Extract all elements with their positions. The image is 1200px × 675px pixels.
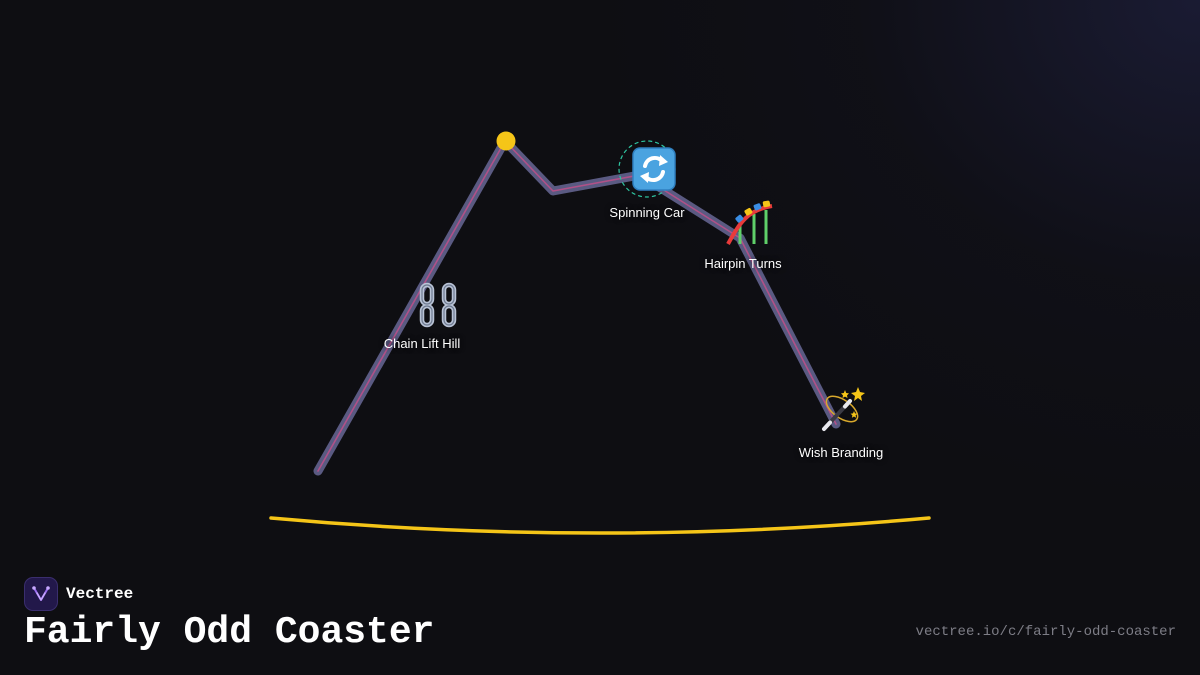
node-label-spinning-car: Spinning Car [609, 205, 685, 220]
magic-wand-icon[interactable] [818, 385, 866, 433]
page-url[interactable]: vectree.io/c/fairly-odd-coaster [915, 624, 1176, 640]
node-label-wish-branding: Wish Branding [798, 445, 884, 460]
peak-marker[interactable] [496, 131, 516, 151]
node-label-hairpin-turns: Hairpin Turns [704, 256, 782, 271]
brand-name: Vectree [66, 585, 134, 603]
roller-coaster-icon[interactable] [726, 198, 774, 246]
page-title: Fairly Odd Coaster [24, 611, 435, 654]
node-label-chain-lift-hill: Chain Lift Hill [383, 336, 461, 351]
coaster-track [313, 136, 841, 476]
ground-curve [269, 516, 931, 535]
brand[interactable]: Vectree [24, 577, 133, 611]
rotating-arrows-icon[interactable] [630, 145, 678, 193]
coaster-track-rail [317, 140, 837, 472]
chain-icon[interactable] [414, 282, 462, 330]
vectree-logo-icon [24, 577, 58, 611]
